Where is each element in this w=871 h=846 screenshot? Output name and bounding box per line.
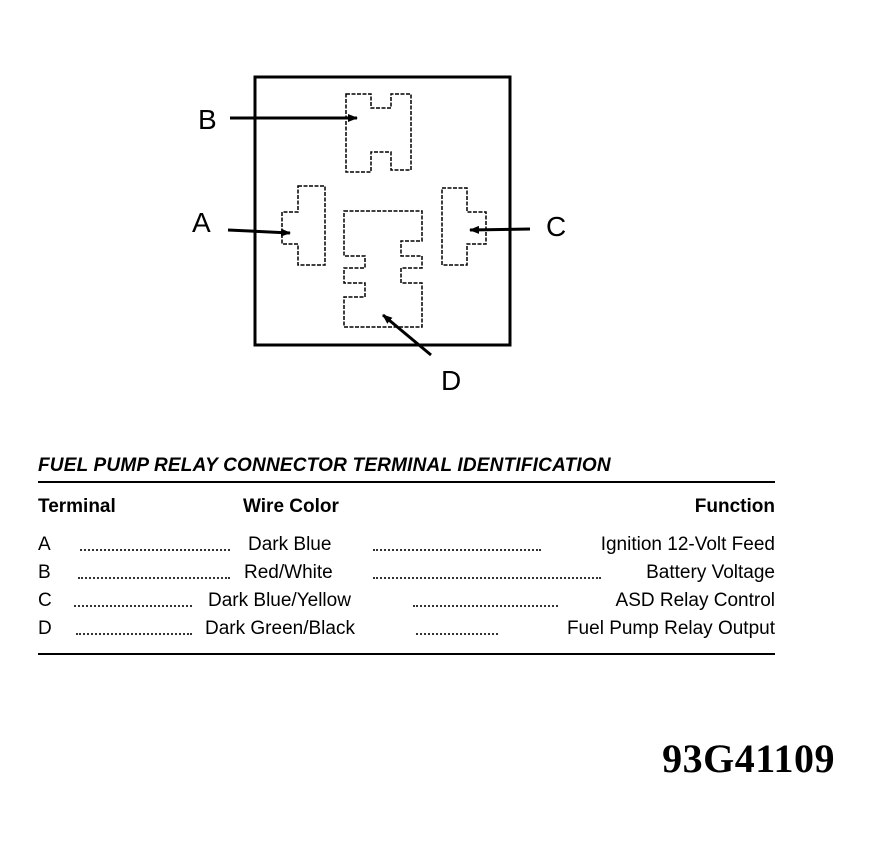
header-terminal: Terminal: [38, 496, 116, 517]
function-cell: Ignition 12-Volt Feed: [600, 534, 775, 555]
dot-leader: [373, 549, 541, 551]
figure-id: 93G41109: [662, 736, 835, 781]
table-row-a: A Dark Blue Ignition 12-Volt Feed: [38, 534, 775, 558]
header-wire-color: Wire Color: [243, 496, 339, 517]
table-row-c: C Dark Blue/Yellow ASD Relay Control: [38, 590, 775, 614]
terminal-b-cavity: [345, 93, 412, 173]
arrow-a: [227, 228, 291, 237]
wire-color-cell: Dark Blue: [248, 534, 332, 555]
terminal-cell: A: [38, 534, 51, 555]
table-title: FUEL PUMP RELAY CONNECTOR TERMINAL IDENT…: [38, 455, 611, 476]
table-row-b: B Red/White Battery Voltage: [38, 562, 775, 586]
wire-color-cell: Red/White: [244, 562, 333, 583]
table-row-d: D Dark Green/Black Fuel Pump Relay Outpu…: [38, 618, 775, 642]
dot-leader: [416, 633, 498, 635]
dot-leader: [74, 605, 192, 607]
connector-housing: [253, 75, 512, 347]
wire-color-cell: Dark Green/Black: [205, 618, 355, 639]
terminal-d-cavity: [343, 210, 423, 328]
callout-b: B: [198, 104, 217, 135]
terminal-a-cavity: [281, 185, 326, 266]
terminal-cell: B: [38, 562, 51, 583]
function-cell: Fuel Pump Relay Output: [566, 618, 775, 639]
table-top-rule: [38, 481, 775, 483]
wire-color-cell: Dark Blue/Yellow: [208, 590, 351, 611]
table-bottom-rule: [38, 653, 775, 655]
header-function: Function: [694, 496, 775, 517]
arrow-d: [382, 313, 432, 357]
terminal-cell: D: [38, 618, 52, 639]
function-cell: ASD Relay Control: [615, 590, 775, 611]
dot-leader: [76, 633, 192, 635]
dot-leader: [373, 577, 601, 579]
relay-connector-diagram: B A C D: [192, 75, 566, 396]
callout-c: C: [546, 211, 566, 242]
callout-d: D: [441, 365, 461, 396]
terminal-cell: C: [38, 590, 52, 611]
dot-leader: [78, 577, 230, 579]
dot-leader: [413, 605, 558, 607]
arrow-c: [469, 225, 531, 234]
callout-a: A: [192, 207, 211, 238]
dot-leader: [80, 549, 230, 551]
terminal-c-cavity: [441, 187, 487, 266]
function-cell: Battery Voltage: [646, 562, 775, 583]
